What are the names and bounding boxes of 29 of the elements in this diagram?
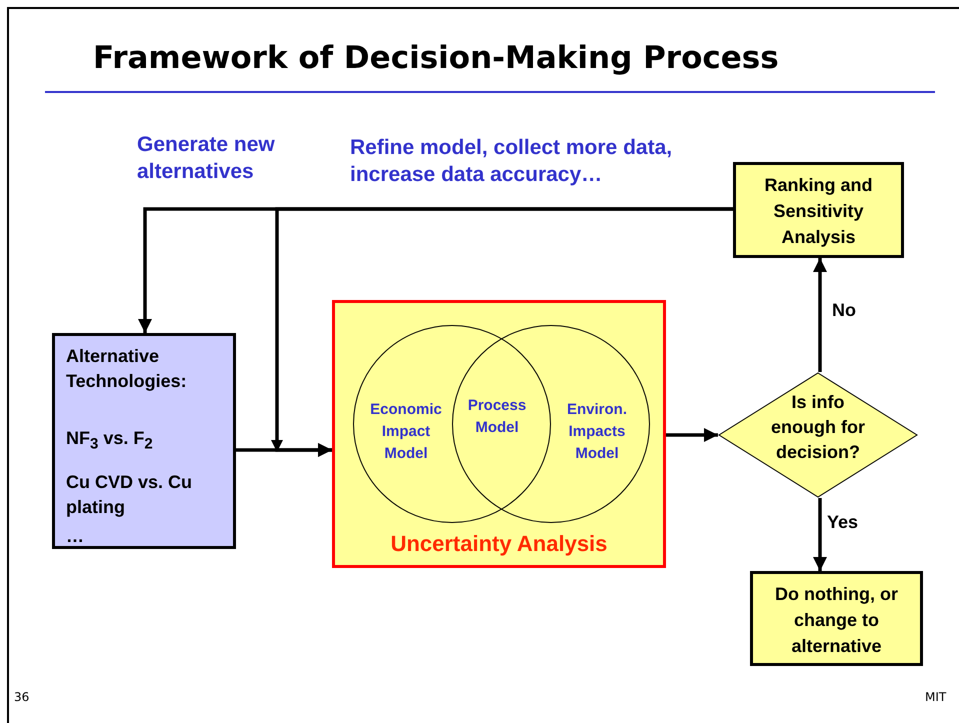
edge-label: Refine model, collect more data, increase data accuracy…	[350, 135, 674, 188]
box-text: Do nothing, or change to alternative	[774, 583, 899, 658]
panel-caption: Uncertainty Analysis	[390, 531, 608, 557]
process-box	[733, 162, 904, 258]
page-number: 36	[14, 690, 30, 704]
model-label: Process Model	[466, 396, 528, 438]
model-label: Economic Impact Model	[369, 400, 443, 464]
footer-text: MIT	[925, 690, 946, 704]
box-item-text: NF$_{3}$ vs. F$_{2}$	[66, 427, 154, 455]
box-item-text: Cu CVD vs. Cu plating	[66, 471, 194, 519]
process-box	[750, 571, 923, 666]
box-item-text: …	[66, 525, 85, 548]
box-text: Ranking and Sensitivity Analysis	[763, 174, 874, 249]
slide-title: Framework of Decision-Making Process	[93, 40, 779, 76]
arrow	[275, 207, 733, 457]
edge-label: No	[832, 300, 856, 321]
model-circle	[353, 325, 551, 523]
model-label: Environ. Impacts Model	[566, 400, 628, 464]
process-box	[52, 333, 236, 549]
analysis-panel	[332, 300, 666, 568]
model-circle	[452, 325, 650, 523]
decision-diamond	[718, 372, 918, 498]
box-heading: Alternative Technologies:	[66, 345, 188, 393]
arrow	[813, 258, 827, 372]
arrow	[813, 498, 827, 571]
decision-text: Is info enough for decision?	[770, 391, 866, 464]
edge-label: Generate new alternatives	[137, 132, 276, 185]
edge-label: Yes	[827, 512, 858, 533]
arrow	[666, 428, 718, 442]
